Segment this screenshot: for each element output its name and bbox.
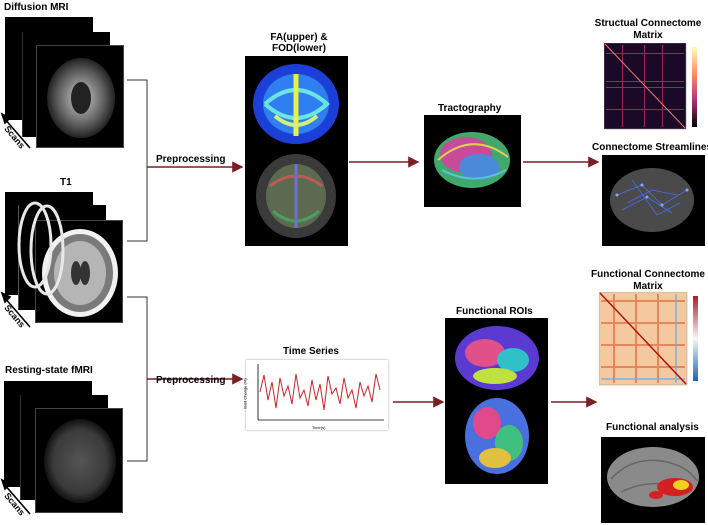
tractography-label: Tractography [438, 103, 502, 114]
time-series-xlabel: Time(s) [312, 425, 326, 430]
structural-matrix-label-line2: Matrix [633, 30, 663, 41]
structural-matrix-graphic [604, 43, 697, 130]
fa-fod-label-line2: FOD(lower) [272, 43, 326, 54]
functional-analysis-label: Functional analysis [606, 422, 699, 433]
tractography-image [424, 115, 521, 207]
diffusion-brain-image [47, 58, 115, 138]
resting-fmri-label: Resting-state fMRI [5, 365, 93, 376]
t1-label: T1 [60, 177, 72, 188]
fa-fod-image [245, 56, 348, 246]
fmri-brain-image [44, 419, 116, 503]
time-series-label: Time Series [283, 346, 339, 357]
time-series-plot [257, 364, 384, 421]
time-series-line [259, 373, 381, 411]
functional-matrix-graphic [599, 292, 698, 386]
functional-analysis-image [601, 437, 705, 523]
tractography-graphic [434, 132, 510, 188]
fa-fod-label-line1: FA(upper) & [270, 32, 328, 43]
preprocessing-top-label: Preprocessing [156, 154, 226, 165]
structural-matrix-image [604, 43, 706, 132]
functional-rois-image [445, 318, 548, 484]
functional-rois-label: Functional ROIs [456, 306, 533, 317]
diffusion-scan-front [36, 45, 124, 148]
functional-matrix-label-line2: Matrix [633, 281, 663, 292]
t1-stack-edges [17, 201, 65, 296]
fa-fod-graphic [253, 64, 339, 238]
functional-matrix-label-line1: Functional Connectome [591, 269, 705, 280]
preprocessing-bottom-label: Preprocessing [156, 375, 226, 386]
streamlines-label: Connectome Streamlines [592, 142, 708, 153]
time-series-ylabel: Bold Change (%) [242, 378, 248, 409]
t1-brain-image [42, 229, 118, 317]
streamlines-image [602, 155, 705, 246]
fmri-scan-front [35, 408, 123, 513]
functional-matrix-image [599, 292, 706, 388]
streamlines-graphic [610, 168, 694, 232]
diffusion-mri-label: Diffusion MRI [4, 2, 69, 13]
functional-analysis-graphic [607, 447, 699, 507]
structural-matrix-label-line1: Structual Connectome [594, 18, 702, 29]
functional-rois-graphic [455, 326, 539, 474]
time-series-panel: Bold Change (%) Time(s) [243, 360, 388, 430]
